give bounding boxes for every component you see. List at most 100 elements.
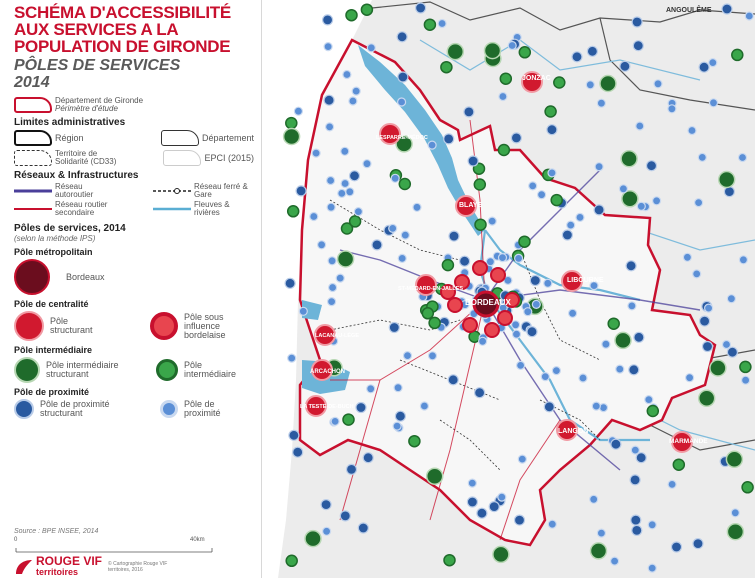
pole-inter-struct[interactable] bbox=[717, 170, 736, 189]
pole-influence[interactable] bbox=[440, 284, 456, 300]
pole-prox[interactable] bbox=[388, 223, 398, 233]
pole-prox[interactable] bbox=[615, 364, 625, 374]
pole-influence[interactable] bbox=[490, 267, 506, 283]
pole-prox-struct[interactable] bbox=[625, 260, 637, 272]
pole-prox[interactable] bbox=[693, 198, 704, 208]
pole-prox[interactable] bbox=[547, 519, 557, 529]
pole-prox[interactable] bbox=[351, 86, 361, 96]
pole-prox[interactable] bbox=[325, 122, 335, 132]
pole-prox-struct[interactable] bbox=[619, 60, 631, 72]
pole-inter-struct[interactable] bbox=[697, 389, 716, 408]
pole-prox[interactable] bbox=[427, 140, 437, 150]
pole-prox[interactable] bbox=[326, 175, 336, 186]
pole-inter-struct[interactable] bbox=[425, 467, 444, 485]
pole-prox[interactable] bbox=[517, 454, 527, 464]
pole-prox[interactable] bbox=[437, 18, 447, 29]
pole-inter[interactable] bbox=[550, 193, 563, 207]
pole-prox-struct[interactable] bbox=[292, 446, 304, 458]
pole-prox-struct[interactable] bbox=[726, 346, 739, 358]
pole-prox[interactable] bbox=[340, 178, 350, 189]
pole-inter[interactable] bbox=[360, 3, 374, 16]
pole-inter[interactable] bbox=[472, 162, 486, 175]
pole-prox[interactable] bbox=[682, 252, 693, 262]
pole-prox-struct[interactable] bbox=[670, 541, 683, 553]
pole-prox[interactable] bbox=[326, 202, 336, 212]
pole-prox-struct[interactable] bbox=[466, 496, 478, 508]
pole-inter-struct[interactable] bbox=[282, 127, 301, 146]
pole-influence[interactable] bbox=[484, 322, 500, 338]
pole-prox-struct[interactable] bbox=[586, 45, 599, 57]
pole-prox-struct[interactable] bbox=[571, 51, 583, 63]
pole-prox-struct[interactable] bbox=[348, 170, 361, 182]
pole-prox-struct[interactable] bbox=[632, 40, 644, 52]
pole-inter-struct[interactable] bbox=[589, 542, 608, 560]
pole-prox-struct[interactable] bbox=[629, 474, 641, 486]
pole-inter[interactable] bbox=[646, 404, 660, 418]
pole-prox-struct[interactable] bbox=[698, 61, 710, 73]
pole-prox-struct[interactable] bbox=[529, 274, 541, 287]
pole-prox[interactable] bbox=[287, 353, 297, 363]
pole-inter-struct[interactable] bbox=[726, 522, 745, 541]
pole-inter-struct[interactable] bbox=[620, 149, 638, 168]
pole-prox[interactable] bbox=[478, 336, 488, 346]
pole-prox[interactable] bbox=[567, 308, 578, 318]
pole-inter[interactable] bbox=[607, 317, 620, 330]
pole-prox[interactable] bbox=[510, 320, 521, 330]
pole-prox[interactable] bbox=[402, 351, 413, 361]
pole-prox[interactable] bbox=[551, 366, 562, 376]
pole-prox[interactable] bbox=[667, 479, 677, 489]
pole-inter-struct[interactable] bbox=[336, 250, 355, 268]
pole-prox[interactable] bbox=[647, 563, 657, 573]
pole-prox-struct[interactable] bbox=[610, 438, 622, 450]
pole-structurant[interactable] bbox=[379, 123, 401, 145]
pole-prox[interactable] bbox=[427, 351, 438, 361]
pole-prox[interactable] bbox=[594, 162, 604, 172]
pole-prox[interactable] bbox=[651, 196, 662, 206]
pole-prox-struct[interactable] bbox=[635, 452, 647, 464]
pole-inter[interactable] bbox=[421, 307, 435, 320]
pole-structurant[interactable] bbox=[314, 324, 336, 346]
pole-prox-struct[interactable] bbox=[396, 31, 408, 43]
pole-structurant[interactable] bbox=[415, 274, 437, 296]
pole-prox[interactable] bbox=[540, 372, 550, 382]
pole-prox-struct[interactable] bbox=[631, 524, 643, 537]
pole-structurant[interactable] bbox=[556, 419, 578, 441]
pole-prox[interactable] bbox=[684, 373, 695, 383]
pole-inter[interactable] bbox=[423, 18, 437, 31]
pole-prox-struct[interactable] bbox=[546, 124, 558, 136]
pole-inter[interactable] bbox=[408, 434, 421, 448]
pole-inter[interactable] bbox=[440, 60, 453, 74]
pole-prox-struct[interactable] bbox=[459, 255, 471, 267]
pole-prox[interactable] bbox=[348, 96, 358, 106]
pole-prox-struct[interactable] bbox=[467, 155, 479, 167]
pole-prox[interactable] bbox=[578, 373, 588, 383]
pole-prox[interactable] bbox=[708, 57, 718, 68]
pole-prox[interactable] bbox=[636, 201, 646, 211]
pole-prox[interactable] bbox=[327, 256, 337, 266]
pole-prox[interactable] bbox=[485, 257, 495, 267]
pole-prox-struct[interactable] bbox=[415, 2, 427, 14]
pole-prox[interactable] bbox=[627, 301, 637, 311]
pole-prox[interactable] bbox=[528, 181, 538, 191]
pole-inter-struct[interactable] bbox=[446, 42, 465, 61]
pole-prox[interactable] bbox=[721, 339, 732, 350]
pole-prox-struct[interactable] bbox=[397, 71, 409, 83]
pole-prox[interactable] bbox=[328, 282, 338, 293]
pole-prox[interactable] bbox=[630, 445, 640, 455]
pole-inter[interactable] bbox=[441, 258, 455, 272]
pole-prox-struct[interactable] bbox=[394, 410, 406, 422]
pole-prox[interactable] bbox=[596, 98, 607, 108]
pole-prox[interactable] bbox=[419, 401, 429, 411]
pole-inter[interactable] bbox=[497, 143, 511, 157]
pole-inter[interactable] bbox=[741, 481, 754, 494]
pole-influence[interactable] bbox=[504, 292, 520, 308]
pole-prox[interactable] bbox=[390, 173, 400, 183]
pole-inter[interactable] bbox=[286, 205, 300, 218]
pole-influence[interactable] bbox=[454, 274, 470, 290]
pole-prox[interactable] bbox=[309, 211, 319, 222]
pole-prox-struct[interactable] bbox=[526, 326, 538, 338]
pole-prox[interactable] bbox=[487, 216, 497, 226]
pole-inter-struct[interactable] bbox=[599, 74, 617, 93]
pole-inter-struct[interactable] bbox=[492, 545, 510, 564]
pole-prox-struct[interactable] bbox=[628, 364, 640, 376]
